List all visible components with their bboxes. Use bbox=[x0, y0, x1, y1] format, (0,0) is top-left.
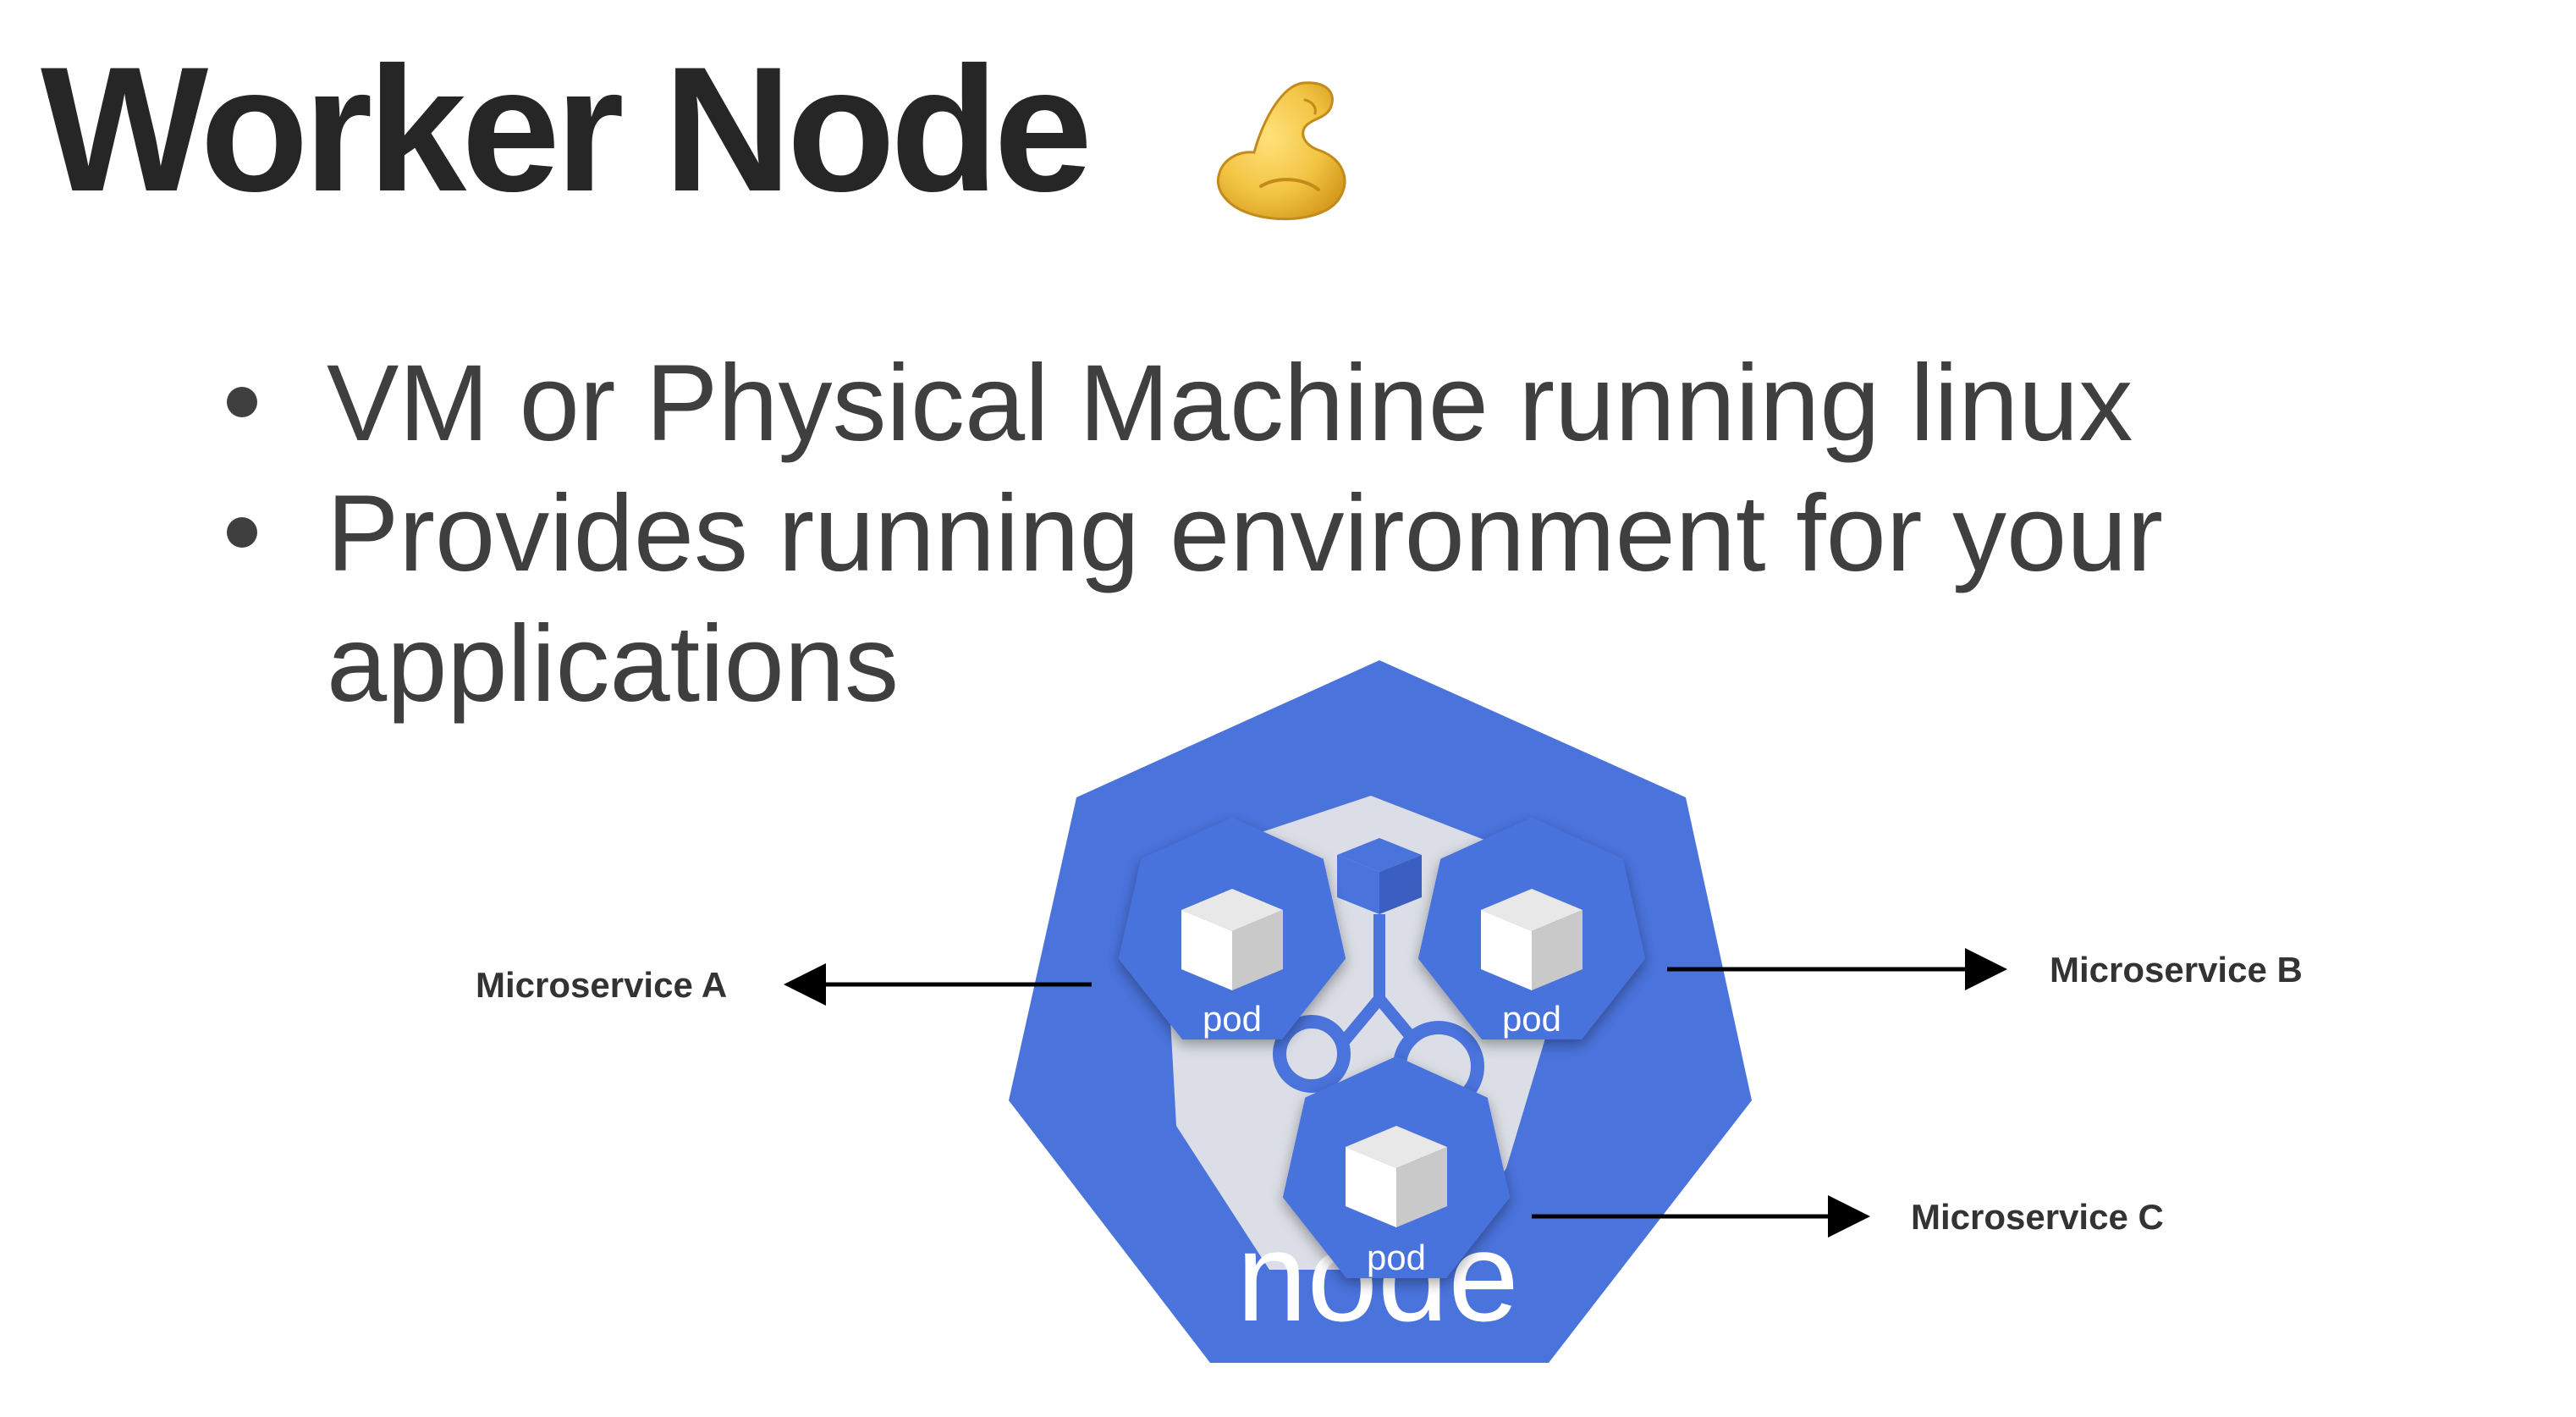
flexed-biceps-icon bbox=[1210, 74, 1362, 227]
pod-label: pod bbox=[1367, 1238, 1426, 1277]
bullet-list: VM or Physical Machine running linux Pro… bbox=[212, 339, 2243, 730]
bullet-dot bbox=[227, 517, 257, 548]
cube-icon bbox=[1481, 889, 1582, 990]
pod-c-icon: pod bbox=[1282, 1056, 1511, 1278]
pod-a-icon: pod bbox=[1118, 817, 1346, 1039]
bullet-item: Provides running environment for your ap… bbox=[212, 469, 2243, 730]
bullet-dot bbox=[227, 387, 257, 417]
microservice-b-label: Microservice B bbox=[2050, 950, 2303, 990]
slide-title: Worker Node bbox=[41, 30, 1093, 229]
bullet-text: Provides running environment for your ap… bbox=[327, 473, 2163, 725]
pod-label: pod bbox=[1203, 999, 1262, 1039]
pod-b-icon: pod bbox=[1417, 817, 1646, 1039]
bullet-text: VM or Physical Machine running linux bbox=[327, 343, 2133, 464]
pod-label: pod bbox=[1502, 999, 1561, 1039]
microservice-c-label: Microservice C bbox=[1911, 1197, 2164, 1237]
cube-icon bbox=[1346, 1126, 1447, 1227]
small-cube-icon bbox=[1337, 838, 1422, 914]
bullet-item: VM or Physical Machine running linux bbox=[212, 339, 2243, 469]
cube-icon bbox=[1181, 889, 1283, 990]
microservice-a-label: Microservice A bbox=[476, 965, 727, 1005]
